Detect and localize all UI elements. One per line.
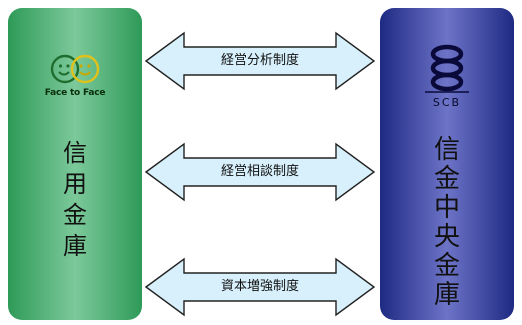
shinkin-central-bank-panel: SCB 信 金 中 央 金 庫	[380, 8, 514, 320]
scb-logo-text: SCB	[432, 96, 462, 109]
double-arrow-icon	[144, 257, 376, 317]
face-to-face-icon	[50, 54, 100, 84]
shinkin-central-bank-label: 信 金 中 央 金 庫	[380, 136, 514, 310]
vertical-char: 信	[63, 139, 87, 167]
vertical-char: 金	[433, 164, 460, 194]
vertical-char: 信	[433, 135, 460, 165]
face-to-face-logo-text: Face to Face	[44, 88, 106, 98]
double-arrow-icon	[144, 31, 376, 91]
management-analysis-arrow: 経営分析制度	[144, 31, 376, 91]
capital-enhancement-arrow: 資本増強制度	[144, 257, 376, 317]
double-arrow-icon	[144, 142, 376, 202]
arrow-label: 経営分析制度	[220, 53, 299, 68]
face-to-face-logo: Face to Face	[38, 52, 112, 108]
vertical-char: 央	[433, 222, 460, 252]
vertical-char: 庫	[433, 280, 460, 310]
vertical-char: 金	[433, 251, 460, 281]
management-consulting-arrow: 経営相談制度	[144, 142, 376, 202]
scb-icon	[425, 44, 469, 93]
shinkin-bank-label: 信 用 金 庫	[8, 138, 142, 262]
arrow-label: 経営相談制度	[220, 164, 299, 179]
scb-logo: SCB	[421, 44, 473, 109]
shinkin-bank-panel: Face to Face 信 用 金 庫	[8, 8, 142, 320]
vertical-char: 中	[433, 193, 460, 223]
vertical-char: 用	[63, 170, 87, 198]
vertical-char: 庫	[63, 232, 87, 260]
vertical-char: 金	[63, 201, 87, 229]
arrow-label: 資本増強制度	[220, 279, 299, 294]
